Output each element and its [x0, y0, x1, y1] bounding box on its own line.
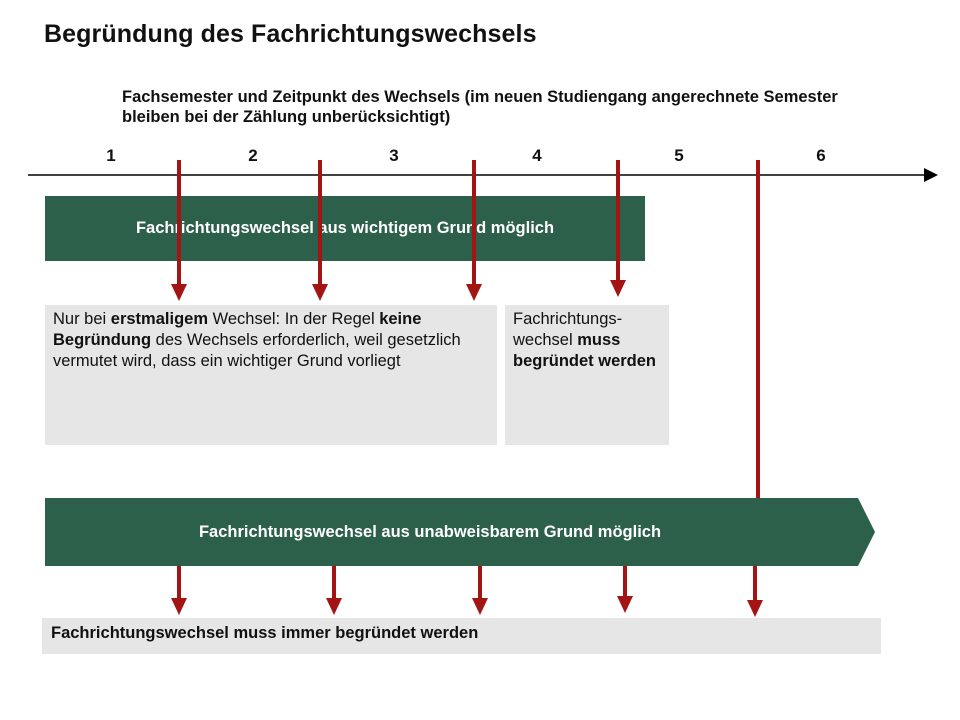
- arrow-bottom-1: [171, 566, 187, 615]
- semester-tick-4: 4: [532, 146, 542, 165]
- diagram-title: Begründung des Fachrichtungswechsels: [44, 20, 537, 48]
- note-text: Fachrichtungs-wechsel: [513, 310, 623, 349]
- arrow-bottom-2: [326, 566, 342, 615]
- timeline-arrowhead: [924, 168, 938, 182]
- must-justify-note: Fachrichtungs-wechsel muss begründet wer…: [505, 305, 669, 445]
- arrow-1-2: [171, 160, 187, 301]
- semester-tick-2: 2: [248, 146, 258, 165]
- arrow-bottom-4: [617, 566, 633, 613]
- important-reason-label: Fachrichtungswechsel aus wichtigem Grund…: [135, 219, 555, 237]
- note-text: Wechsel: In der Regel: [208, 310, 380, 328]
- arrow-4-5: [610, 160, 626, 297]
- compelling-reason-label: Fachrichtungswechsel aus unabweisbarem G…: [198, 522, 662, 541]
- semester-tick-3: 3: [389, 146, 399, 165]
- arrow-3-4: [466, 160, 482, 301]
- compelling-reason-arrow-shape: [45, 498, 875, 566]
- note-emphasis: keine Begründung: [53, 310, 422, 349]
- arrow-bottom-3: [472, 566, 488, 615]
- axis-subtitle: Fachsemester und Zeitpunkt des Wechsels …: [122, 88, 838, 126]
- note-text: des Wechsels erforderlich, weil gesetzli…: [53, 331, 461, 370]
- note-emphasis: erstmaligem: [110, 310, 208, 328]
- important-reason-bar: Fachrichtungswechsel aus wichtigem Grund…: [45, 196, 645, 261]
- semester-tick-6: 6: [816, 146, 826, 165]
- semester-tick-5: 5: [674, 146, 684, 165]
- arrow-2-3: [312, 160, 328, 301]
- note-emphasis: muss begründet werden: [513, 331, 657, 370]
- note-text: Nur bei: [53, 310, 111, 328]
- compelling-reason-bar: Fachrichtungswechsel aus unabweisbarem G…: [45, 498, 875, 566]
- always-justify-note: Fachrichtungswechsel muss immer begründe…: [42, 618, 881, 654]
- arrow-bottom-5: [747, 566, 763, 617]
- semester-tick-1: 1: [106, 146, 116, 165]
- first-change-note: Nur bei erstmaligem Wechsel: In der Rege…: [45, 305, 497, 445]
